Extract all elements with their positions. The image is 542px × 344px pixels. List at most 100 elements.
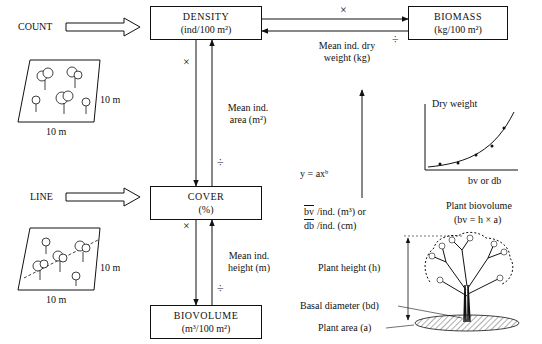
- plant-symbols: [32, 67, 90, 114]
- graph-curve: [428, 112, 514, 167]
- tree-figure: [425, 232, 513, 322]
- leader-line: [398, 306, 462, 318]
- annotation-label: LINE: [30, 191, 53, 203]
- drawing-part: [457, 162, 460, 165]
- drawing-part: [60, 261, 61, 272]
- annotation-label: Plant height (h): [318, 262, 380, 274]
- operator-label: ×: [340, 4, 347, 16]
- conversion-arrow: [196, 40, 197, 186]
- operator-label: ×: [183, 56, 190, 68]
- drawing-part: [467, 235, 473, 241]
- conversion-arrow: [212, 220, 213, 305]
- plant-symbols: [33, 238, 90, 286]
- drawing-part: [72, 272, 80, 280]
- drawing-part: [64, 103, 65, 114]
- box-title: DENSITY: [159, 10, 253, 23]
- annotation-label: Plant biovolume: [446, 200, 512, 212]
- drawing-part: [501, 249, 507, 255]
- graph-axis: [425, 104, 426, 170]
- conversion-arrow: [196, 220, 197, 305]
- hollow-arrow: [66, 18, 140, 36]
- drawing-part: [83, 252, 84, 262]
- measure-box: BIOVOLUME(m³/100 m²): [150, 305, 262, 339]
- box-unit: (m³/100 m²): [159, 322, 253, 335]
- annotation-label: bv or db: [468, 175, 501, 187]
- annotation-label: Dry weight: [432, 98, 477, 110]
- drawing-part: [63, 91, 73, 101]
- drawing-part: [475, 154, 478, 157]
- drawing-part: [75, 78, 76, 88]
- drawing-part: [491, 241, 497, 247]
- measure-box: BIOMASS(kg/100 m²): [408, 6, 508, 40]
- operator-label: ÷: [217, 156, 224, 168]
- graph-points: [439, 127, 506, 166]
- box-unit: (kg/100 m²): [417, 23, 499, 36]
- drawing-part: [464, 285, 470, 322]
- drawing-part: [74, 71, 82, 79]
- drawing-part: [45, 80, 46, 90]
- drawing-part: [82, 244, 90, 252]
- graph-axis: [425, 170, 518, 171]
- annotation-label: db: [304, 220, 314, 232]
- operator-label: ÷: [392, 33, 399, 45]
- drawing-part: [491, 145, 494, 148]
- transect-line: [24, 240, 98, 278]
- annotation-label: /ind. (cm): [317, 220, 356, 232]
- drawing-part: [40, 260, 48, 268]
- annotation-label: /ind. (m³) or: [317, 206, 366, 218]
- measure-box: COVER(%): [150, 186, 262, 220]
- drawing-part: [43, 68, 53, 78]
- drawing-part: [497, 275, 503, 281]
- measure-box: DENSITY(ind/100 m²): [150, 6, 262, 40]
- hollow-arrow: [66, 188, 140, 206]
- box-title: BIOMASS: [417, 10, 499, 23]
- operator-label: ×: [183, 220, 190, 232]
- drawing-part: [36, 104, 37, 112]
- plot-square: [18, 60, 100, 122]
- annotation-label: Mean ind. dry weight (kg): [308, 40, 386, 64]
- drawing-part: [425, 232, 513, 284]
- leader-line: [386, 325, 414, 328]
- annotation-label: Mean ind. height (m): [220, 250, 278, 274]
- drawing-part: [503, 127, 506, 130]
- plant-area: [415, 315, 519, 331]
- annotation-label: 10 m: [46, 126, 66, 138]
- annotation-label: 10 m: [100, 262, 120, 274]
- annotation-label: Basal diameter (bd): [300, 300, 379, 312]
- drawing-part: [46, 246, 47, 254]
- annotation-label: (bv = h × a): [454, 214, 501, 226]
- drawing-part: [76, 280, 77, 286]
- annotation-label: bv: [304, 206, 314, 218]
- conversion-arrow: [212, 40, 213, 186]
- box-title: COVER: [159, 190, 253, 203]
- annotation-label: 10 m: [46, 294, 66, 306]
- regression-arrow: [362, 90, 363, 198]
- drawing-part: [82, 98, 90, 106]
- dimension-tick: [404, 236, 462, 237]
- drawing-part: [59, 254, 67, 262]
- box-unit: (ind/100 m²): [159, 23, 253, 36]
- annotation-label: Mean ind. area (m²): [220, 102, 276, 126]
- drawing-part: [437, 277, 443, 283]
- drawing-part: [86, 106, 87, 114]
- annotation-label: Plant area (a): [318, 322, 371, 334]
- drawing-part: [42, 238, 50, 246]
- box-unit: (%): [159, 203, 253, 216]
- drawing-part: [439, 163, 442, 166]
- operator-label: ÷: [217, 282, 224, 294]
- drawing-part: [439, 243, 445, 249]
- annotation-label: 10 m: [100, 94, 120, 106]
- annotation-label: COUNT: [18, 21, 52, 33]
- conversion-arrow: [262, 31, 408, 32]
- drawing-part: [40, 270, 41, 280]
- drawing-part: [429, 253, 435, 259]
- drawing-part: [32, 96, 40, 104]
- foliage: [429, 235, 507, 283]
- drawing-part: [432, 238, 504, 296]
- allometric-graph: [425, 104, 518, 170]
- plot-square: [18, 228, 100, 290]
- conversion-arrow: [262, 19, 408, 20]
- annotation-label: y = axᵇ: [300, 168, 328, 180]
